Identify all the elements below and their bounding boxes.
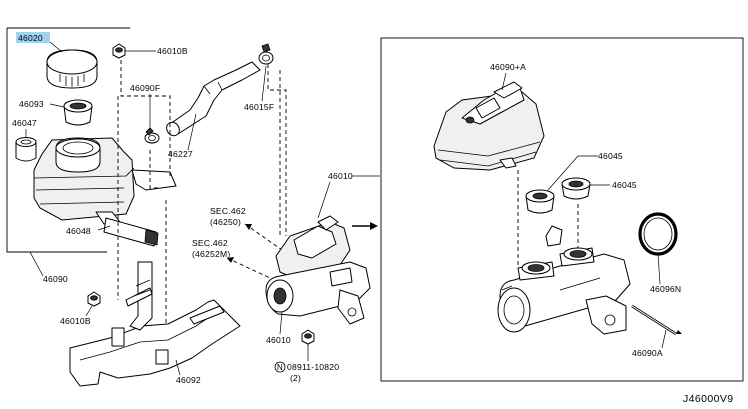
left-hose-clamp-drawing (144, 127, 160, 144)
mounting-bracket-drawing (69, 261, 241, 387)
sec-ref-arrows (226, 223, 283, 279)
grommet-part-label: 46047 (12, 118, 37, 128)
alignment-lines (117, 60, 579, 354)
left-clamp-part-label: 46090F (130, 83, 160, 93)
o-ring-label: 46096N (650, 284, 681, 294)
detail-reservoir-label: 46090+A (490, 62, 526, 72)
o-ring-drawing (638, 212, 678, 256)
bracket-part-label: 46092 (176, 375, 201, 385)
master-cylinder-assy-label: 46010 (328, 171, 353, 181)
upper-seal-label: 46045 (598, 151, 623, 161)
detail-reservoir-drawing (433, 81, 545, 171)
nut-symbol: N (277, 363, 283, 372)
lower-seal-label: 46045 (612, 180, 637, 190)
upper-seal-drawing (525, 189, 555, 214)
cap-part-label: 46020 (18, 33, 43, 43)
sec-ref-2-title: SEC.462 (192, 238, 228, 248)
brake-hose-drawing (166, 61, 261, 137)
hose-part-label: 46227 (168, 149, 193, 159)
pin-drawing (631, 304, 682, 336)
grommet-drawing (15, 137, 37, 162)
diagram-code: J46000V9 (683, 393, 734, 405)
cap-filter-drawing (63, 99, 93, 126)
right-hose-clamp-drawing (258, 43, 274, 65)
strap-part-label: 46048 (66, 226, 91, 236)
master-cylinder-detail-frame (380, 37, 744, 382)
nut-quantity-label: (2) (290, 373, 301, 383)
bottom-bolt-drawing (87, 291, 101, 307)
reservoir-tank-drawing (33, 137, 177, 225)
nut-drawing (301, 329, 315, 345)
reservoir-strap-drawing (103, 217, 159, 247)
reservoir-part-label: 46090 (43, 274, 68, 284)
cap-filter-part-label: 46093 (19, 99, 44, 109)
right-clamp-part-label: 46015F (244, 102, 274, 112)
sec-ref-2-code: (46252M) (192, 249, 230, 259)
reservoir-cap-drawing (46, 49, 98, 89)
nut-part-label: 08911-10820 (287, 362, 339, 372)
lower-seal-drawing (561, 177, 591, 200)
top-bolt-part-label: 46010B (157, 46, 188, 56)
nut-symbol-circle (274, 361, 286, 373)
master-cylinder-assembly-drawing (265, 215, 371, 325)
bottom-bolt-part-label: 46010B (60, 316, 91, 326)
detail-arrow (352, 222, 378, 230)
sec-ref-1-code: (46250) (210, 217, 241, 227)
pin-label: 46090A (632, 348, 663, 358)
detail-master-cylinder-drawing (497, 225, 631, 335)
master-cylinder-body-label: 46010 (266, 335, 291, 345)
sec-ref-1-title: SEC.462 (210, 206, 246, 216)
cap-label-highlight (16, 32, 50, 43)
top-bolt-drawing (112, 43, 126, 59)
reservoir-group-frame (6, 27, 130, 253)
